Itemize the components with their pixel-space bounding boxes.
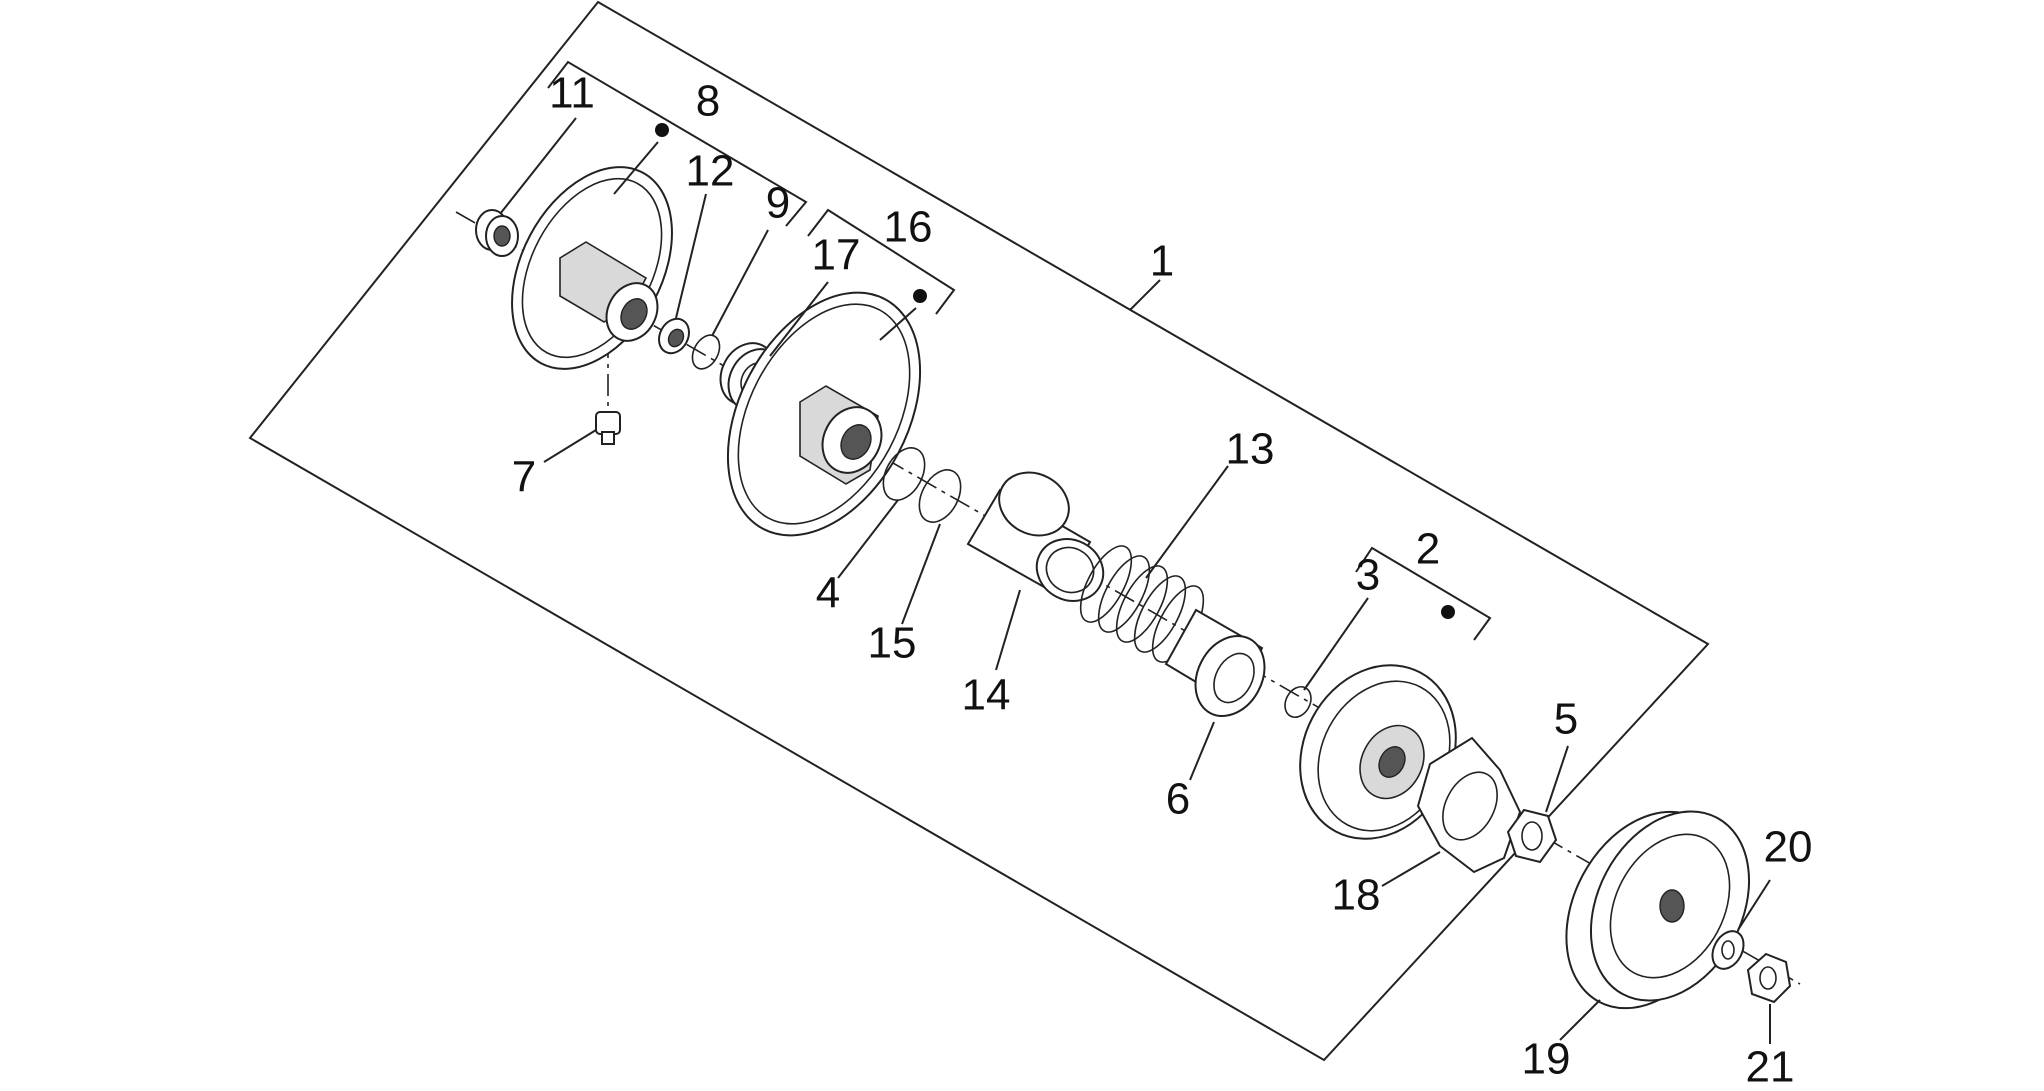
part-label-19: 19 (1522, 1035, 1571, 1084)
part-label-7: 7 (512, 453, 536, 502)
leader-13 (1145, 465, 1229, 579)
marker-dot-8 (655, 123, 669, 137)
part-label-21: 21 (1746, 1043, 1795, 1091)
part-8-fixed-pulley (511, 166, 673, 370)
part-4-o-ring (882, 447, 926, 501)
part-6-cylinder (1164, 608, 1266, 718)
part-label-8: 8 (696, 77, 720, 126)
part-14-sleeve (966, 471, 1105, 602)
leader-4 (837, 499, 899, 579)
part-label-14: 14 (962, 671, 1011, 720)
part-label-5: 5 (1554, 695, 1578, 744)
bracket-8 (547, 60, 808, 227)
part-label-18: 18 (1332, 871, 1381, 920)
part-label-4: 4 (816, 569, 840, 618)
part-label-1: 1 (1150, 237, 1174, 286)
leader-6 (1189, 721, 1215, 781)
part-9-snap-ring (691, 334, 721, 370)
part-7-screw (595, 411, 621, 445)
part-5-nut (1506, 808, 1558, 864)
leader-7 (543, 429, 597, 463)
part-label-17: 17 (812, 231, 861, 280)
leader-17 (769, 281, 829, 357)
part-label-16: 16 (884, 203, 933, 252)
leader-8 (613, 141, 659, 195)
part-15-o-ring (918, 469, 962, 523)
part-19-clutch-drum (1565, 810, 1751, 1010)
marker-dot-16 (913, 289, 927, 303)
leader-20 (1737, 879, 1771, 931)
part-label-12: 12 (686, 147, 735, 196)
leader-9 (711, 229, 769, 337)
part-20-washer (1711, 930, 1745, 970)
part-2-clutch-assembly (1299, 664, 1457, 840)
part-label-11: 11 (549, 69, 595, 118)
part-11-bearing (475, 209, 519, 257)
part-label-15: 15 (868, 619, 917, 668)
part-label-6: 6 (1166, 775, 1190, 824)
leader-11 (499, 117, 577, 215)
part-label-20: 20 (1764, 823, 1813, 872)
leader-19 (1559, 999, 1601, 1041)
leader-5 (1545, 745, 1569, 813)
part-13-spring (1079, 545, 1205, 663)
leader-18 (1381, 851, 1441, 887)
part-label-13: 13 (1226, 425, 1275, 474)
part-21-nut (1746, 952, 1792, 1004)
leader-1 (1129, 279, 1161, 311)
part-label-3: 3 (1356, 551, 1380, 600)
part-16-movable-pulley (726, 291, 922, 537)
leader-15 (901, 523, 941, 625)
part-label-2: 2 (1416, 525, 1440, 574)
leader-3 (1303, 597, 1369, 691)
part-18-spring-plate (1416, 736, 1522, 874)
bracket-2 (1355, 546, 1492, 641)
part-12-seal (658, 317, 690, 355)
leader-12 (675, 193, 707, 319)
marker-dot-2 (1441, 605, 1455, 619)
leader-14 (995, 589, 1021, 671)
part-label-9: 9 (766, 179, 790, 228)
bracket-16 (807, 208, 956, 315)
assembly-frame (248, 0, 1710, 1062)
leader-16 (879, 307, 917, 341)
